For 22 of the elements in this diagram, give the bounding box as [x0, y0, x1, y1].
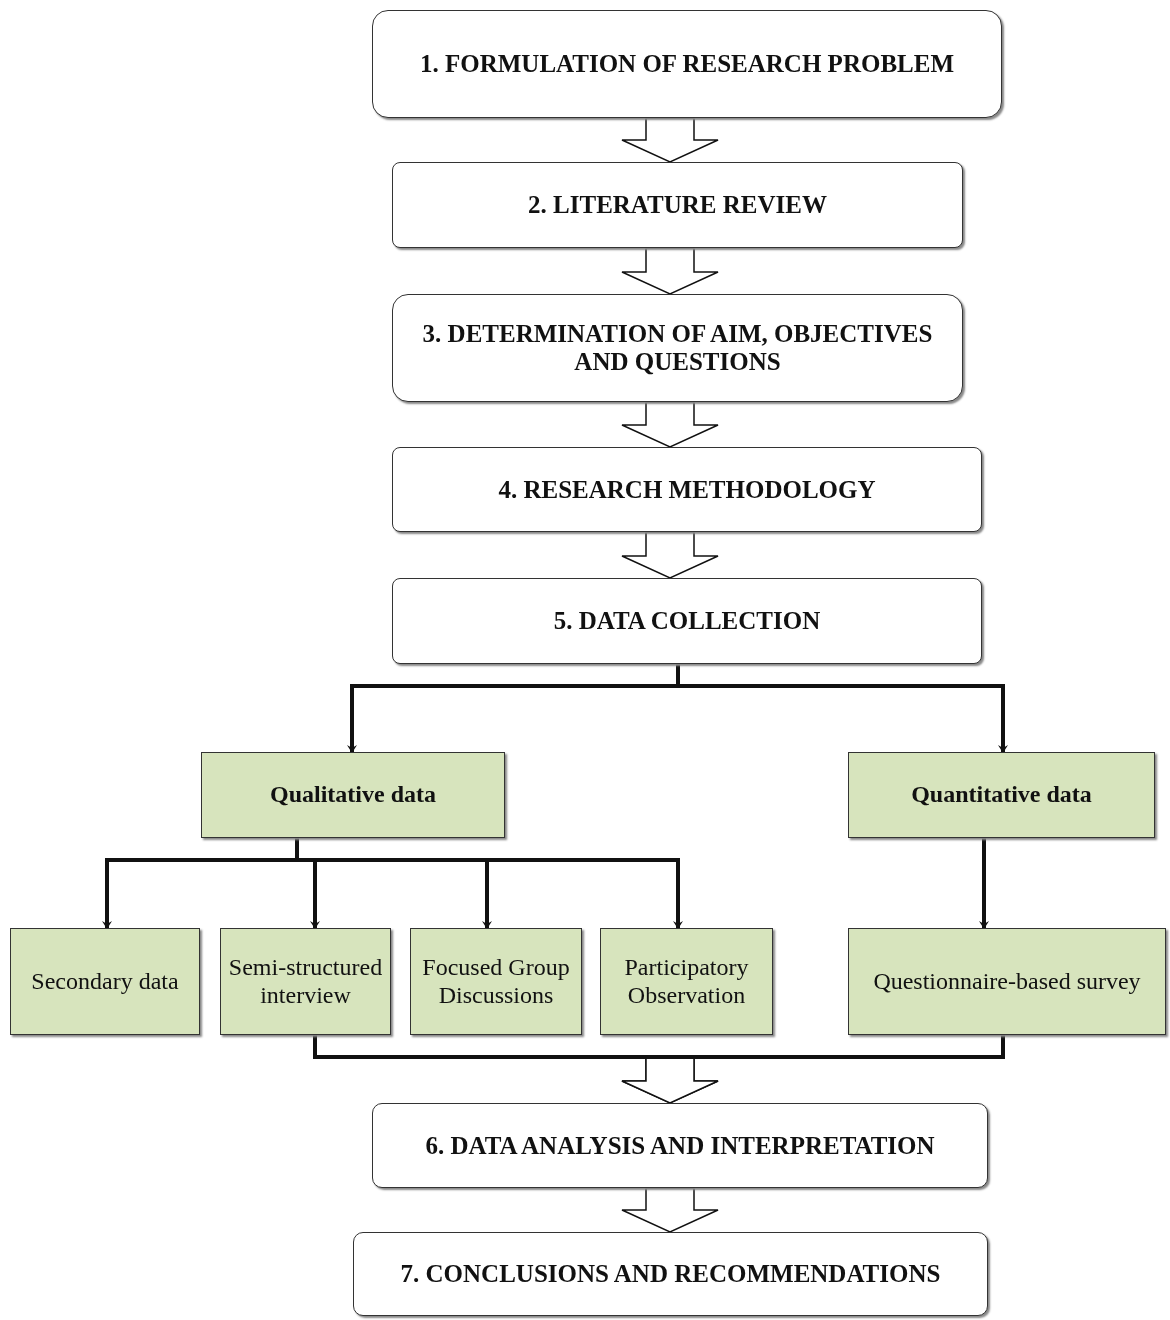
category-box: Quantitative data [848, 752, 1155, 838]
arrow [295, 838, 683, 929]
method-box: Focused Group Discussions [410, 928, 582, 1035]
arrow [979, 838, 989, 929]
process-box: 3. DETERMINATION OF AIM, OBJECTIVES AND QUESTIONS [392, 294, 963, 402]
block-arrow [621, 401, 719, 448]
method-box: Participatory Observation [600, 928, 773, 1035]
arrow [676, 664, 1008, 753]
block-arrow [621, 247, 719, 295]
block-arrow [621, 531, 719, 579]
method-box: Semi-structured interview [220, 928, 391, 1035]
block-arrow [621, 1187, 719, 1233]
process-box: 5. DATA COLLECTION [392, 578, 982, 664]
process-box: 1. FORMULATION OF RESEARCH PROBLEM [372, 10, 1002, 118]
process-box: 4. RESEARCH METHODOLOGY [392, 447, 982, 532]
category-box: Qualitative data [201, 752, 505, 838]
method-box: Questionnaire-based survey [848, 928, 1166, 1035]
process-box: 6. DATA ANALYSIS AND INTERPRETATION [372, 1103, 988, 1188]
block-arrow [621, 117, 719, 163]
process-box: 7. CONCLUSIONS AND RECOMMENDATIONS [353, 1232, 988, 1316]
method-box: Secondary data [10, 928, 200, 1035]
process-box: 2. LITERATURE REVIEW [392, 162, 963, 248]
